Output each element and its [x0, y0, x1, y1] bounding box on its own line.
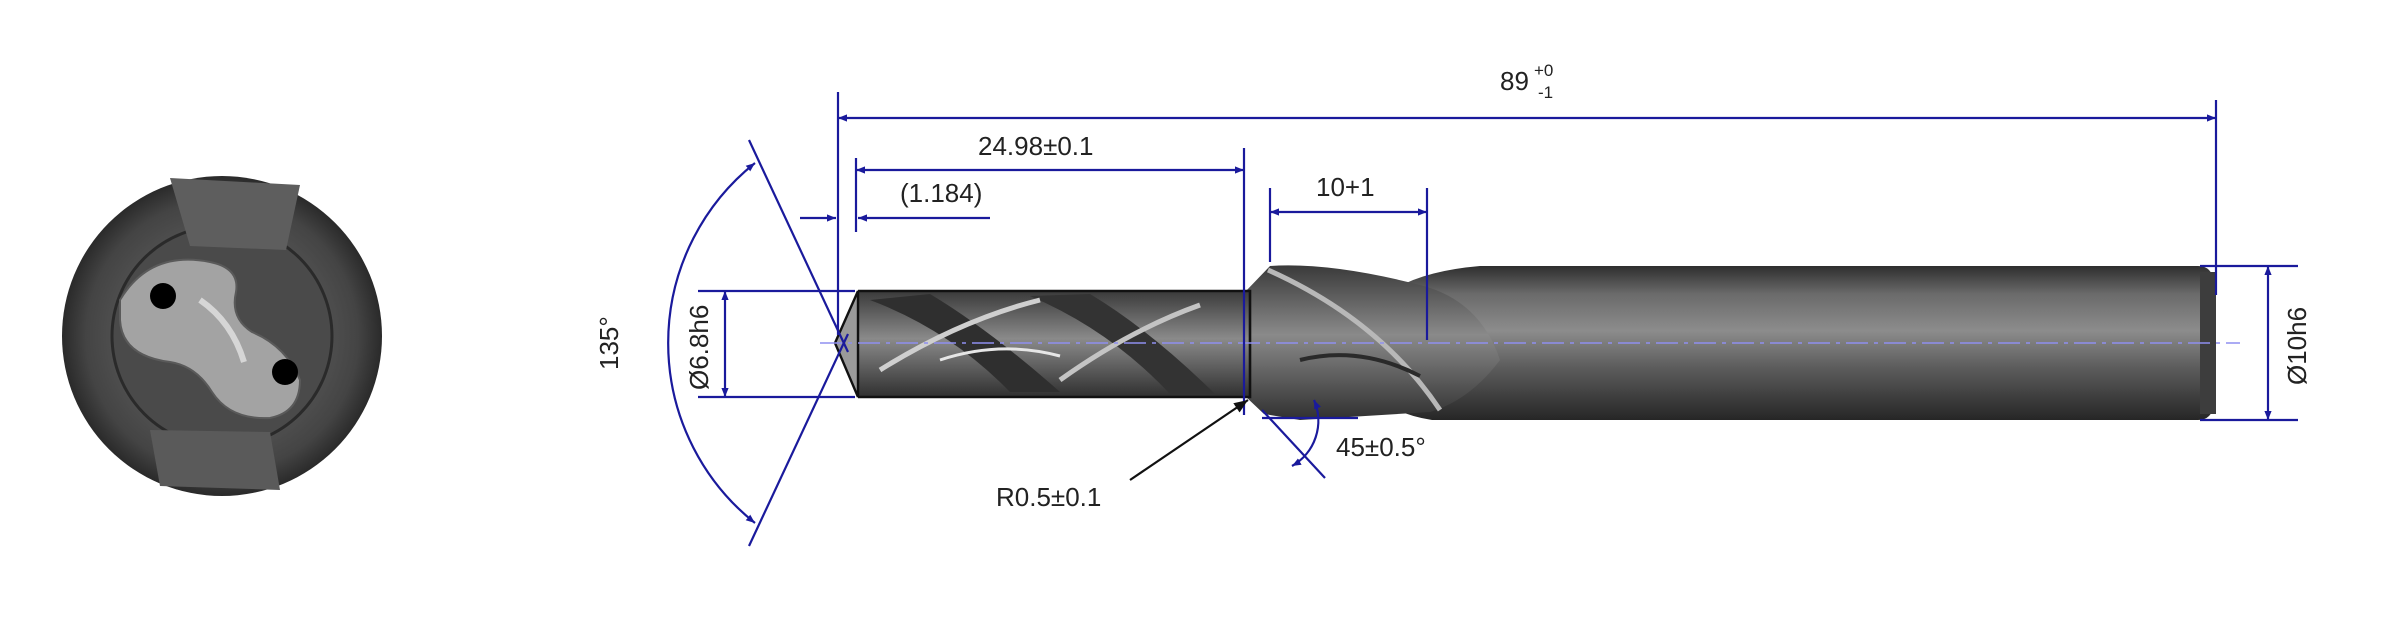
dim-step-diameter: Ø6.8h6	[684, 289, 855, 399]
overall-length-tol-lower: -1	[1538, 83, 1553, 102]
end-view-flute-bottom	[150, 430, 280, 490]
dim-flute-length: 24.98±0.1	[854, 131, 1246, 415]
coolant-hole-top	[150, 283, 176, 309]
corner-radius-value: R0.5±0.1	[996, 482, 1101, 512]
flute-length-value: 24.98±0.1	[978, 131, 1093, 161]
point-length-value: (1.184)	[900, 178, 982, 208]
drill-end-view	[62, 176, 382, 496]
end-view-web	[198, 297, 247, 363]
shank-diameter-value: Ø10h6	[2282, 307, 2312, 385]
overall-length-tol-upper: +0	[1534, 61, 1553, 80]
dim-point-length: (1.184)	[800, 178, 990, 222]
shank-body	[1380, 266, 2214, 420]
step-flute	[1299, 353, 1421, 378]
end-view-flute-top	[170, 178, 300, 250]
dim-step-length: 10+1	[1268, 172, 1429, 340]
drill-tip	[833, 290, 860, 398]
point-angle-value: 135°	[594, 316, 624, 370]
dim-point-angle: 135°	[594, 139, 849, 547]
dim-corner-radius: R0.5±0.1	[996, 399, 1249, 512]
dim-chamfer-angle: 45±0.5°	[1261, 399, 1426, 479]
flute-outline	[858, 289, 1252, 399]
chamfer-angle-value: 45±0.5°	[1336, 432, 1426, 462]
dim-overall-length: 89 +0 -1	[836, 61, 2218, 335]
step-diameter-value: Ø6.8h6	[684, 305, 714, 390]
overall-length-value: 89	[1500, 66, 1529, 96]
coolant-hole-bottom	[272, 359, 298, 385]
step-length-value: 10+1	[1316, 172, 1375, 202]
step-helix	[1266, 267, 1443, 412]
dim-shank-diameter: Ø10h6	[2200, 264, 2312, 422]
